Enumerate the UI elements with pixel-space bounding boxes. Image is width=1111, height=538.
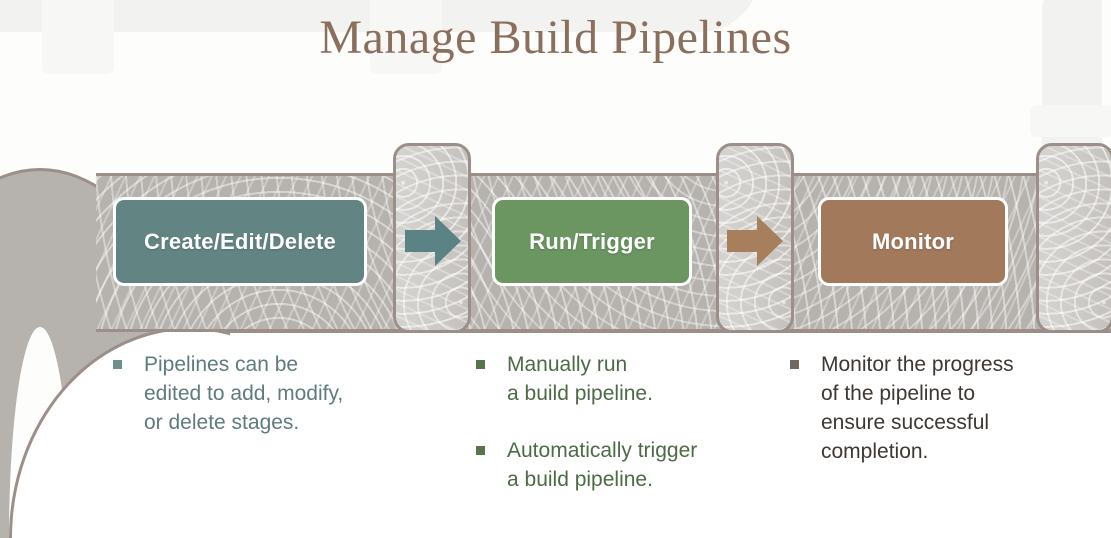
- bullet-text: Automatically trigger a build pipeline.: [507, 439, 698, 491]
- stage-box-create-edit-delete[interactable]: Create/Edit/Delete: [113, 197, 367, 286]
- list-item: Pipelines can be edited to add, modify, …: [113, 350, 413, 437]
- bullet-square-icon: [790, 360, 799, 369]
- bullet-square-icon: [476, 446, 485, 455]
- column-create-edit-delete: Pipelines can be edited to add, modify, …: [113, 350, 413, 459]
- list-item: Monitor the progress of the pipeline to …: [790, 350, 1090, 466]
- right-arrow-icon: [724, 210, 786, 272]
- column-monitor: Monitor the progress of the pipeline to …: [790, 350, 1090, 488]
- list-item: Manually run a build pipeline.: [476, 350, 766, 408]
- stage-label-create-edit-delete: Create/Edit/Delete: [144, 228, 336, 254]
- stage-box-run-trigger[interactable]: Run/Trigger: [492, 197, 692, 286]
- stage-box-monitor[interactable]: Monitor: [818, 197, 1008, 286]
- background-collar-right-1: [1030, 105, 1111, 137]
- stage-label-monitor: Monitor: [871, 228, 955, 254]
- bullet-text: Manually run a build pipeline.: [507, 353, 653, 405]
- list-item: Automatically trigger a build pipeline.: [476, 436, 766, 494]
- bullet-square-icon: [476, 360, 485, 369]
- bullet-square-icon: [113, 360, 122, 369]
- right-arrow-icon: [402, 210, 464, 272]
- content-panel: [78, 331, 1111, 538]
- background-collar-top-1: [42, 0, 114, 74]
- bullet-text: Monitor the progress of the pipeline to …: [821, 353, 1014, 463]
- column-run-trigger: Manually run a build pipeline. Automatic…: [476, 350, 766, 516]
- background-collar-top-2: [370, 0, 442, 74]
- page-title: Manage Build Pipelines: [319, 11, 792, 64]
- stage-label-run-trigger: Run/Trigger: [529, 228, 655, 254]
- pipe-collar-3: [1036, 143, 1111, 333]
- bullet-text: Pipelines can be edited to add, modify, …: [144, 353, 344, 434]
